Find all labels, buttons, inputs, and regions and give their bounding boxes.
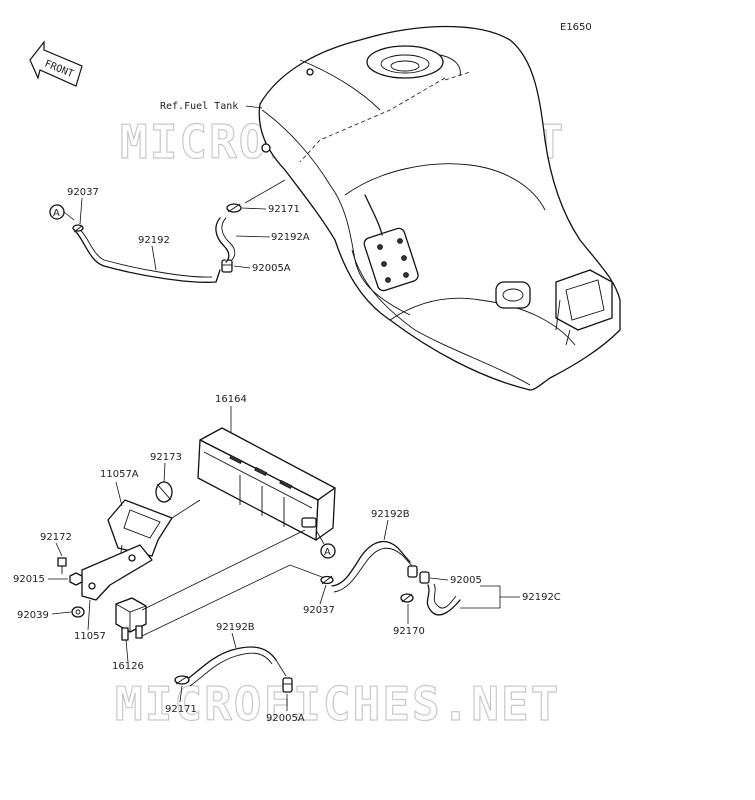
clamp-92171-low	[174, 675, 190, 685]
label-92005a-low: 92005A	[266, 713, 305, 724]
label-92192b-mid: 92192B	[371, 509, 410, 520]
fitting-92005a-low	[282, 677, 293, 693]
clamp-92171-top	[226, 203, 242, 213]
label-16126: 16126	[112, 661, 144, 672]
clamp-92170	[400, 593, 414, 603]
watermark-bottom: MICROFICHES.NET	[115, 677, 560, 731]
label-92170: 92170	[393, 626, 425, 637]
ref-marker-a-mid	[320, 543, 336, 559]
front-arrow-icon: FRONT	[29, 40, 83, 87]
label-92039: 92039	[17, 610, 49, 621]
bolt-92172	[57, 557, 67, 574]
washer-92039	[71, 606, 85, 618]
canister-16164	[197, 427, 336, 541]
label-11057: 11057	[74, 631, 106, 642]
label-92015: 92015	[13, 574, 45, 585]
fitting-92005	[407, 565, 430, 584]
label-92005: 92005	[450, 575, 482, 586]
label-92037-mid: 92037	[303, 605, 335, 616]
fuel-tank-outline	[258, 25, 621, 391]
label-92192b-low: 92192B	[216, 622, 255, 633]
ref-fuel-tank-label: Ref.Fuel Tank	[160, 101, 238, 112]
diagram-code: E1650	[560, 22, 592, 33]
rubber-92173	[155, 481, 173, 503]
label-92192: 92192	[138, 235, 170, 246]
ref-marker-a-mid-label: A	[324, 547, 331, 558]
bracket-11057	[81, 544, 153, 601]
label-11057a: 11057A	[100, 469, 139, 480]
label-92172: 92172	[40, 532, 72, 543]
label-92173: 92173	[150, 452, 182, 463]
label-92005a-top: 92005A	[252, 263, 291, 274]
nut-92015	[69, 572, 83, 586]
valve-16126	[115, 597, 147, 641]
clamp-92037-top	[72, 224, 84, 233]
ref-marker-a-top-label: A	[53, 208, 60, 219]
label-92192a: 92192A	[271, 232, 310, 243]
fitting-92005a-top	[221, 259, 233, 273]
label-16164: 16164	[215, 394, 247, 405]
label-92171-top: 92171	[268, 204, 300, 215]
label-92171-low: 92171	[165, 704, 197, 715]
clamp-92037-mid	[320, 575, 334, 585]
label-92037-top: 92037	[67, 187, 99, 198]
bracket-11057a	[107, 499, 173, 567]
label-92192c: 92192C	[522, 592, 561, 603]
